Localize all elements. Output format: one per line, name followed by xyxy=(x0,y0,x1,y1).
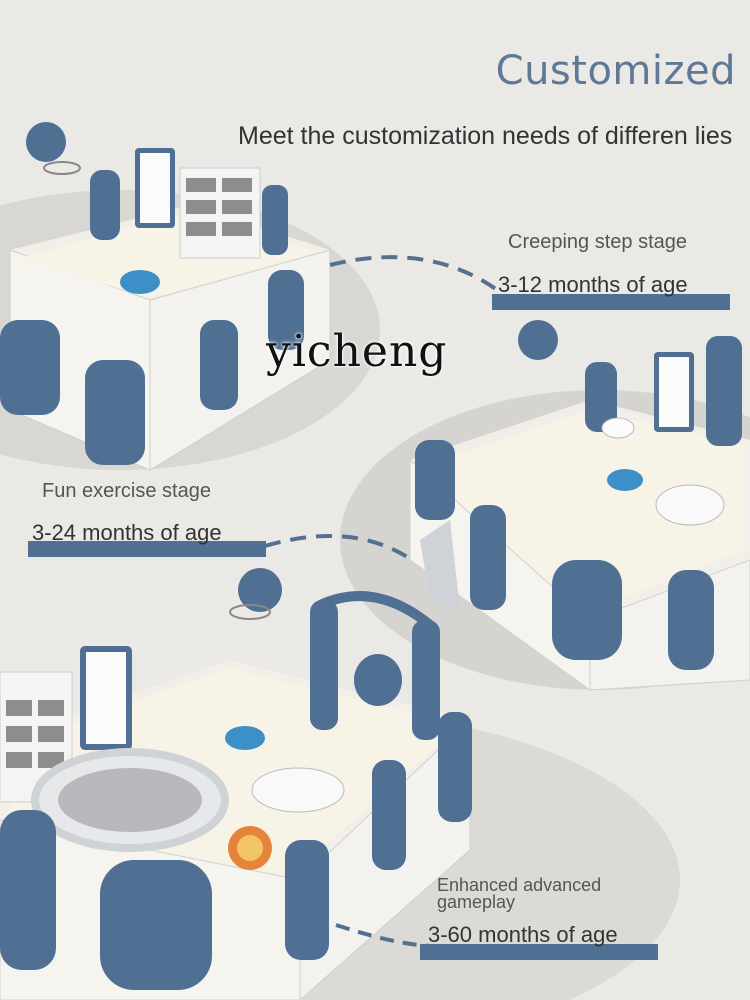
stage-advanced-name: Enhanced advanced gameplay xyxy=(437,875,602,912)
stage-fun-bar xyxy=(28,541,266,557)
page-subtitle: Meet the customization needs of differen… xyxy=(238,122,733,150)
playpen-creeping xyxy=(0,122,502,471)
stage-advanced-age: 3-60 months of age xyxy=(428,922,618,947)
page-title: Customized xyxy=(495,48,736,94)
watermark-text: yicheng xyxy=(266,326,448,377)
stage-creeping-age: 3-12 months of age xyxy=(498,272,688,297)
stage-fun-age: 3-24 months of age xyxy=(32,520,222,545)
playpen-fun-exercise xyxy=(264,320,750,691)
stage-advanced-bar xyxy=(420,944,658,960)
stage-creeping-bar xyxy=(492,294,730,310)
stage-fun-name: Fun exercise stage xyxy=(42,480,211,502)
playpen-advanced xyxy=(0,568,472,1000)
stage-creeping-name: Creeping step stage xyxy=(508,231,688,253)
